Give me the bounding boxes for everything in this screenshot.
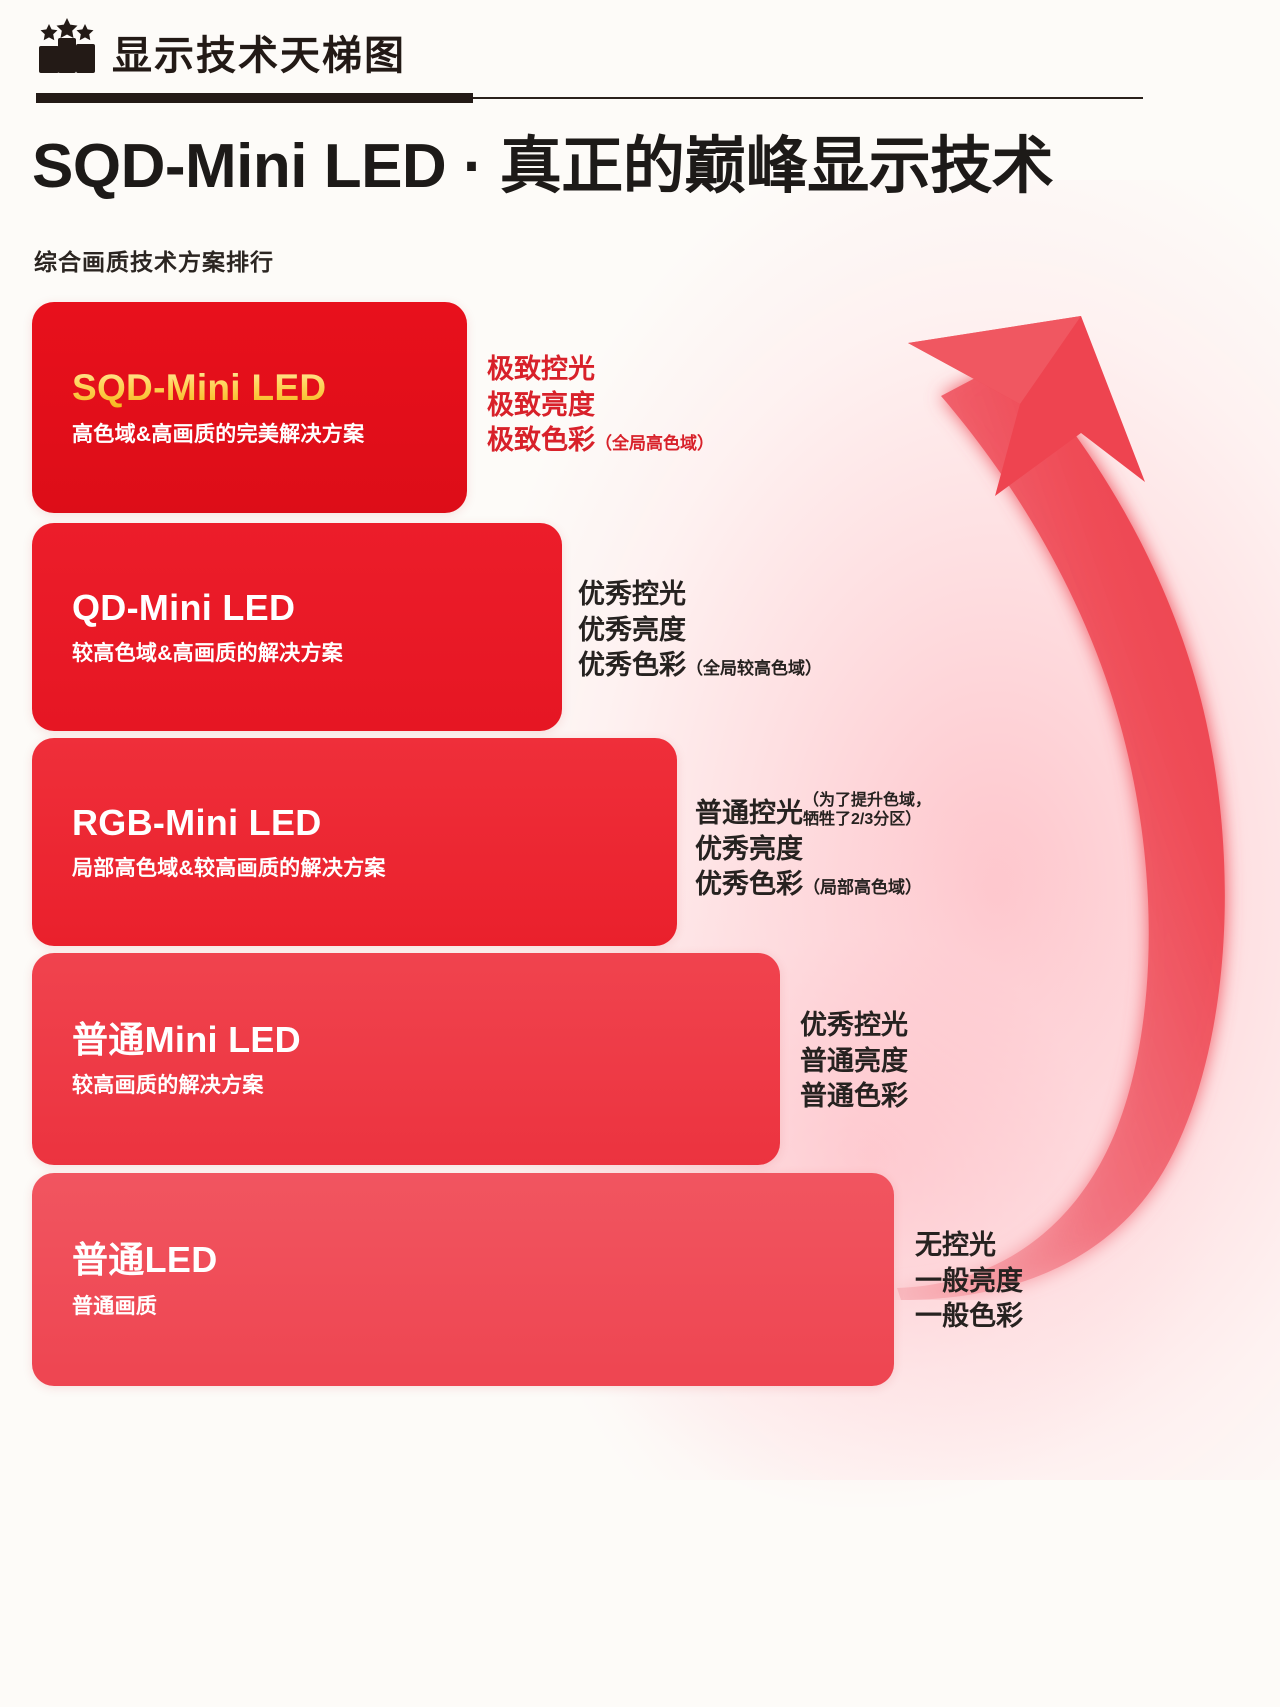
tier-notes-5: 无控光 一般亮度 一般色彩 [915,1228,1023,1335]
tier-4-note-3-main: 普通色彩 [800,1081,908,1112]
tier-card-5[interactable]: 普通LED 普通画质 [32,1173,894,1386]
tier-notes-3: 普通控光（为了提升色域，牺牲了2/3分区） 优秀亮度 优秀色彩（局部高色域） [695,792,938,903]
tier-row-3: RGB-Mini LED 局部高色域&较高画质的解决方案 [32,738,677,946]
tier-card-4-title: 普通Mini LED [72,1018,301,1060]
tier-4-note-1: 优秀控光 [800,1008,908,1044]
tier-card-1[interactable]: SQD-Mini LED 高色域&高画质的完美解决方案 [32,302,467,513]
tier-2-note-1: 优秀控光 [578,577,822,613]
tier-1-note-2: 极致亮度 [487,388,714,424]
tier-1-note-3-paren: （全局高色域） [595,434,714,454]
tier-1-note-1-main: 极致控光 [487,354,595,384]
tier-2-note-3: 优秀色彩（全局较高色域） [578,648,822,684]
tier-2-note-2-main: 优秀亮度 [578,614,686,645]
page-subtitle: 综合画质技术方案排行 [34,249,274,275]
tier-card-3[interactable]: RGB-Mini LED 局部高色域&较高画质的解决方案 [32,738,677,946]
tier-5-note-2: 一般亮度 [915,1264,1023,1300]
tier-4-note-1-main: 优秀控光 [800,1010,908,1040]
tier-card-5-title: 普通LED [72,1239,218,1281]
tier-3-note-1-main: 普通控光 [695,797,803,828]
tier-4-note-2-main: 普通亮度 [800,1045,908,1076]
tier-card-5-subtitle: 普通画质 [72,1294,158,1318]
tier-notes-4: 优秀控光 普通亮度 普通色彩 [800,1008,908,1115]
header-rule-thick [36,93,473,103]
tier-2-note-3-main: 优秀色彩 [578,650,686,681]
tier-5-note-3: 一般色彩 [915,1299,1023,1335]
tier-row-5: 普通LED 普通画质 [32,1173,894,1386]
tier-row-2: QD-Mini LED 较高色域&高画质的解决方案 [32,523,562,731]
tier-card-3-subtitle: 局部高色域&较高画质的解决方案 [72,857,386,881]
header-title: 显示技术天梯图 [112,34,406,78]
tier-card-2[interactable]: QD-Mini LED 较高色域&高画质的解决方案 [32,523,562,731]
tier-notes-2: 优秀控光 优秀亮度 优秀色彩（全局较高色域） [578,577,822,684]
tier-card-4[interactable]: 普通Mini LED 较高画质的解决方案 [32,953,780,1165]
tier-card-1-subtitle: 高色域&高画质的完美解决方案 [72,423,365,447]
podium-ranking-icon [36,18,98,78]
tier-row-4: 普通Mini LED 较高画质的解决方案 [32,953,780,1165]
tier-1-note-3: 极致色彩（全局高色域） [487,423,714,459]
tier-3-note-1: 普通控光（为了提升色域，牺牲了2/3分区） [695,792,938,832]
tier-3-note-3: 优秀色彩（局部高色域） [695,867,938,903]
tier-card-4-subtitle: 较高画质的解决方案 [72,1074,264,1098]
tier-1-note-3-main: 极致色彩 [487,425,595,456]
tier-5-note-3-main: 一般色彩 [915,1301,1023,1332]
tier-2-note-2: 优秀亮度 [578,613,822,649]
header: 显示技术天梯图 [36,18,406,78]
tier-row-1: SQD-Mini LED 高色域&高画质的完美解决方案 [32,302,467,513]
tier-4-note-3: 普通色彩 [800,1079,908,1115]
tier-5-note-2-main: 一般亮度 [915,1265,1023,1296]
tier-2-note-1-main: 优秀控光 [578,579,686,609]
tier-1-note-1: 极致控光 [487,352,714,388]
tier-card-3-title: RGB-Mini LED [72,801,322,843]
tier-3-note-1-paren: （为了提升色域，牺牲了2/3分区） [803,792,932,828]
tier-card-2-subtitle: 较高色域&高画质的解决方案 [72,642,344,666]
tier-3-note-3-main: 优秀色彩 [695,869,803,900]
tier-1-note-2-main: 极致亮度 [487,389,595,420]
tier-4-note-2: 普通亮度 [800,1044,908,1080]
tier-notes-1: 极致控光 极致亮度 极致色彩（全局高色域） [487,352,714,459]
tier-5-note-1: 无控光 [915,1228,1023,1264]
tier-3-note-3-paren: （局部高色域） [803,878,922,898]
tier-3-note-2: 优秀亮度 [695,832,938,868]
tier-5-note-1-main: 无控光 [915,1230,996,1260]
tier-card-1-title: SQD-Mini LED [72,367,467,410]
tier-3-note-2-main: 优秀亮度 [695,833,803,864]
header-rule-thin [473,97,1143,99]
tier-card-2-title: QD-Mini LED [72,586,296,628]
tier-2-note-3-paren: （全局较高色域） [686,659,822,679]
page-title: SQD-Mini LED · 真正的巅峰显示技术 [32,132,1054,201]
